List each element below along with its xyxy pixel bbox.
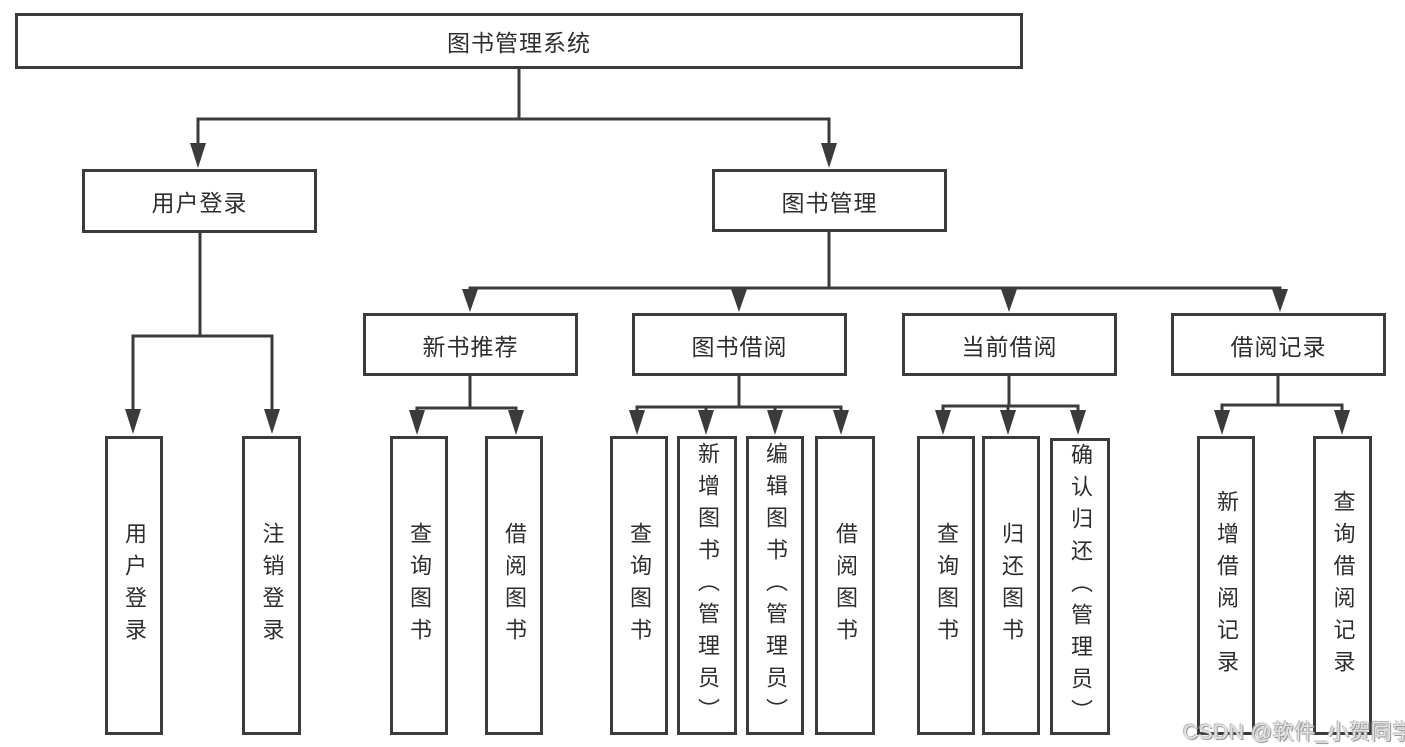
leaf-nb-borrow-books-label: 借阅图书 <box>502 521 527 650</box>
connector-records <box>1220 374 1344 420</box>
node-library-system-label: 图书管理系统 <box>447 30 591 56</box>
leaf-br-query-record: 查询借阅记录 <box>1313 436 1372 735</box>
node-borrowing-records-label: 借阅记录 <box>1230 333 1327 360</box>
leaf-br-add-record-label: 新增借阅记录 <box>1214 489 1239 682</box>
leaf-br-query-record-label: 查询借阅记录 <box>1330 489 1356 682</box>
leaf-br-add-record: 新增借阅记录 <box>1197 436 1255 735</box>
leaf-nb-query-books: 查询图书 <box>390 436 448 735</box>
connector-root <box>196 67 831 150</box>
connector-book-management <box>468 230 1282 298</box>
node-book-management: 图书管理 <box>712 169 947 232</box>
leaf-cb-query-books: 查询图书 <box>917 436 975 735</box>
connector-new-books <box>415 374 518 420</box>
leaf-cb-return-books: 归还图书 <box>982 436 1040 735</box>
node-library-system: 图书管理系统 <box>15 13 1023 69</box>
leaf-nb-borrow-books: 借阅图书 <box>485 436 543 735</box>
node-book-borrowing-label: 图书借阅 <box>691 333 788 360</box>
node-current-borrowing: 当前借阅 <box>902 313 1117 376</box>
leaf-bb-query-books-label: 查询图书 <box>627 521 652 650</box>
node-book-management-label: 图书管理 <box>781 189 878 216</box>
leaf-bb-edit-books-admin: 编辑图书（管理员） <box>746 436 804 735</box>
leaf-logout-label: 注销登录 <box>259 521 285 650</box>
node-new-book-recommend-label: 新书推荐 <box>422 333 519 360</box>
node-borrowing-records: 借阅记录 <box>1171 313 1386 376</box>
leaf-bb-query-books: 查询图书 <box>610 436 668 735</box>
leaf-nb-query-books-label: 查询图书 <box>407 521 432 650</box>
leaf-bb-add-books-admin: 新增图书（管理员） <box>677 436 737 735</box>
leaf-cb-confirm-return-admin-label: 确认归还（管理员） <box>1068 442 1093 731</box>
connector-current <box>941 374 1080 420</box>
leaf-logout: 注销登录 <box>242 436 301 735</box>
leaf-bb-borrow-books-label: 借阅图书 <box>833 521 858 650</box>
leaf-cb-confirm-return-admin: 确认归还（管理员） <box>1050 438 1110 735</box>
node-user-login-label: 用户登录 <box>151 190 248 216</box>
node-new-book-recommend: 新书推荐 <box>363 313 578 376</box>
leaf-bb-add-books-admin-label: 新增图书（管理员） <box>695 441 720 730</box>
leaf-user-login-label: 用户登录 <box>122 521 147 650</box>
node-book-borrowing: 图书借阅 <box>632 313 847 376</box>
leaf-cb-return-books-label: 归还图书 <box>999 521 1024 650</box>
connector-user-login <box>131 231 274 416</box>
csdn-watermark: CSDN @软件_小贺同学 <box>1183 721 1405 744</box>
leaf-user-login: 用户登录 <box>105 436 163 735</box>
node-user-login: 用户登录 <box>82 169 317 233</box>
leaf-cb-query-books-label: 查询图书 <box>934 521 959 650</box>
leaf-bb-edit-books-admin-label: 编辑图书（管理员） <box>763 441 788 730</box>
connector-borrowing <box>635 374 843 420</box>
node-current-borrowing-label: 当前借阅 <box>961 333 1058 360</box>
leaf-bb-borrow-books: 借阅图书 <box>815 436 875 735</box>
